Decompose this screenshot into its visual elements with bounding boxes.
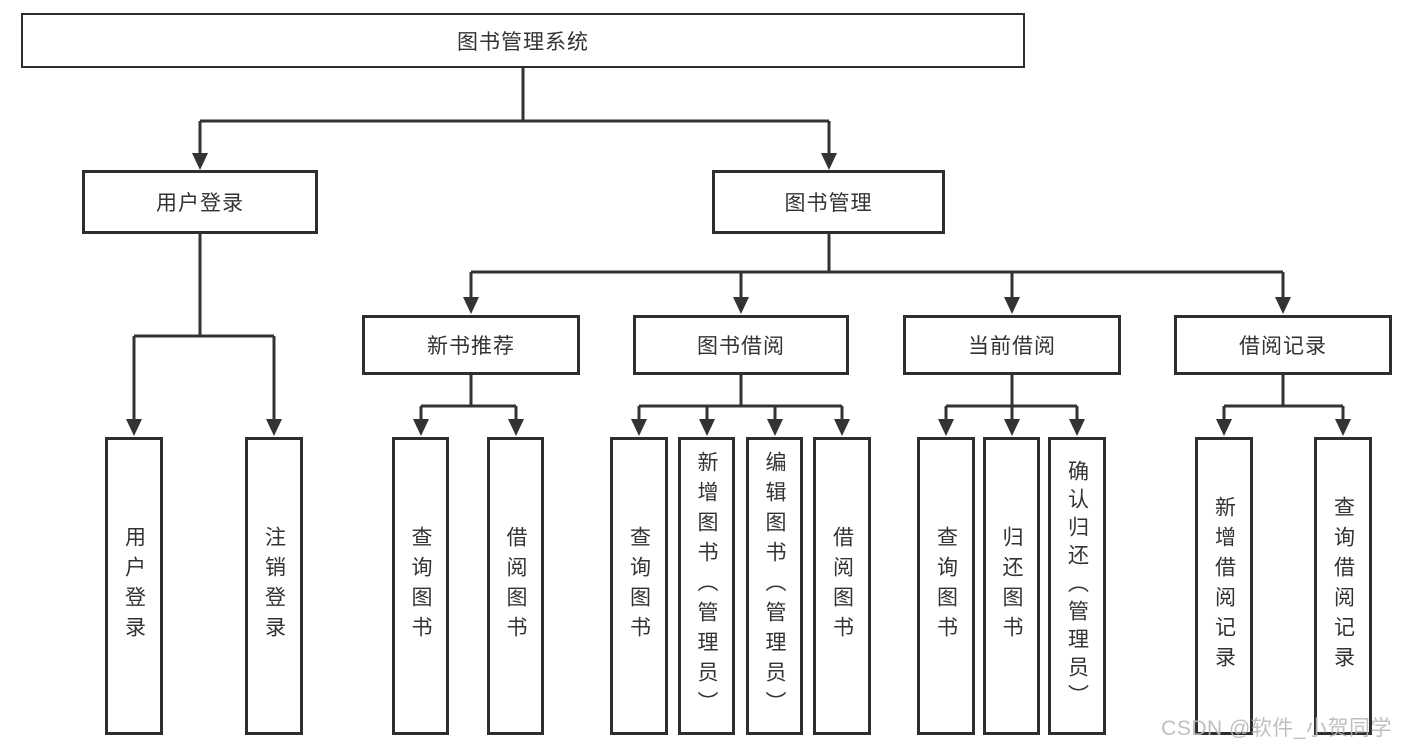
leaf-newbooks-borrow-books-label: 借阅图书 (504, 526, 527, 646)
arrowhead (1275, 297, 1291, 314)
arrowhead (192, 153, 208, 170)
node-library-system-label: 图书管理系统 (457, 30, 589, 54)
arrowhead (1004, 297, 1020, 314)
node-book-management-label: 图书管理 (784, 192, 873, 215)
leaf-return-books-label: 归还图书 (1000, 526, 1023, 646)
leaf-current-query-books-label: 查询图书 (934, 526, 958, 646)
arrowhead (266, 419, 282, 436)
leaf-user-login: 用户登录 (105, 437, 163, 735)
node-borrow-records: 借阅记录 (1174, 315, 1392, 375)
arrowhead (126, 419, 142, 436)
node-user-login: 用户登录 (82, 170, 318, 234)
arrowhead (938, 419, 954, 436)
arrowhead (508, 419, 524, 436)
arrowhead (1004, 419, 1020, 436)
connector-user-login (132, 234, 276, 420)
connector-book-borrow (637, 375, 844, 420)
leaf-user-login-label: 用户登录 (122, 526, 146, 646)
arrowhead (1335, 419, 1351, 436)
arrowhead (767, 419, 783, 436)
connector-new-books (419, 375, 518, 420)
leaf-add-books-admin-label: 新增图书（管理员） (695, 451, 718, 721)
leaf-newbooks-query-books-label: 查询图书 (409, 526, 432, 646)
leaf-edit-books-admin-label: 编辑图书（管理员） (763, 451, 786, 721)
leaf-return-books: 归还图书 (983, 437, 1040, 735)
leaf-logout: 注销登录 (245, 437, 303, 735)
node-library-system: 图书管理系统 (21, 13, 1025, 68)
node-current-borrow-label: 当前借阅 (968, 335, 1056, 358)
arrowhead (631, 419, 647, 436)
connector-current-borrow (944, 375, 1079, 420)
node-book-management: 图书管理 (712, 170, 945, 234)
leaf-borrow-query-books-label: 查询图书 (627, 526, 651, 646)
leaf-confirm-return-admin-label: 确认归还（管理员） (1065, 460, 1089, 712)
connector-book-mgmt (469, 234, 1285, 298)
node-new-book-recommend-label: 新书推荐 (427, 335, 515, 358)
leaf-edit-books-admin: 编辑图书（管理员） (746, 437, 803, 735)
node-book-borrow: 图书借阅 (633, 315, 849, 375)
leaf-borrow-borrow-books: 借阅图书 (813, 437, 871, 735)
connector-root-stem (198, 68, 831, 154)
node-current-borrow: 当前借阅 (903, 315, 1121, 375)
leaf-current-query-books: 查询图书 (917, 437, 975, 735)
arrowhead (821, 153, 837, 170)
leaf-query-borrow-record-label: 查询借阅记录 (1331, 496, 1355, 676)
leaf-newbooks-borrow-books: 借阅图书 (487, 437, 544, 735)
node-book-borrow-label: 图书借阅 (697, 335, 785, 358)
arrowhead (1216, 419, 1232, 436)
leaf-confirm-return-admin: 确认归还（管理员） (1048, 437, 1106, 735)
arrowhead (463, 297, 479, 314)
node-borrow-records-label: 借阅记录 (1239, 335, 1327, 358)
arrowhead (413, 419, 429, 436)
leaf-add-books-admin: 新增图书（管理员） (678, 437, 735, 735)
leaf-add-borrow-record-label: 新增借阅记录 (1212, 496, 1236, 676)
leaf-borrow-borrow-books-label: 借阅图书 (830, 526, 854, 646)
node-user-login-label: 用户登录 (156, 192, 244, 215)
leaf-newbooks-query-books: 查询图书 (392, 437, 449, 735)
leaf-add-borrow-record: 新增借阅记录 (1195, 437, 1253, 735)
arrowhead (733, 297, 749, 314)
arrowhead (834, 419, 850, 436)
arrowhead (1069, 419, 1085, 436)
leaf-borrow-query-books: 查询图书 (610, 437, 668, 735)
node-new-book-recommend: 新书推荐 (362, 315, 580, 375)
leaf-query-borrow-record: 查询借阅记录 (1314, 437, 1372, 735)
connector-borrow-records (1222, 375, 1345, 420)
leaf-logout-label: 注销登录 (262, 526, 286, 646)
arrowhead (699, 419, 715, 436)
